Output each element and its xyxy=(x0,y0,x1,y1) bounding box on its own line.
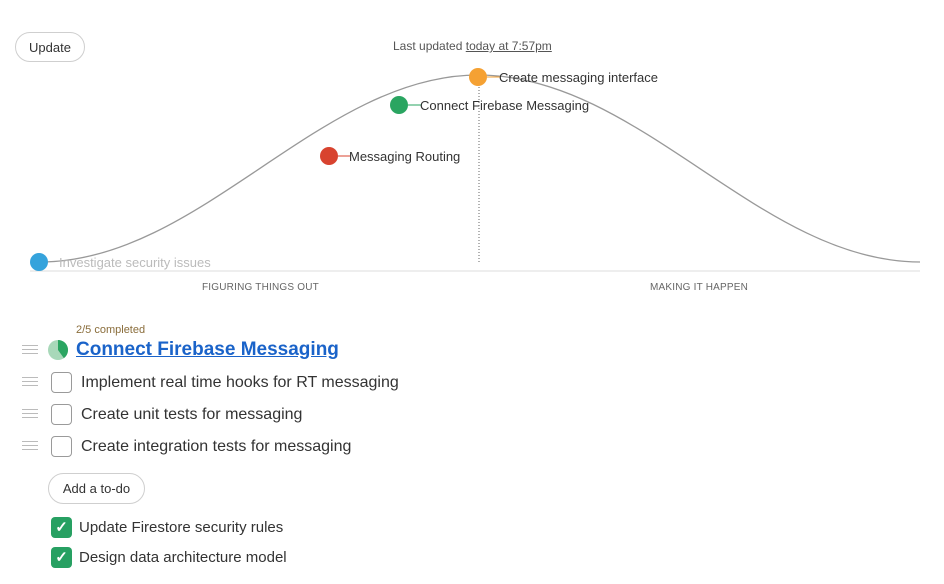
todo-label[interactable]: Implement real time hooks for RT messagi… xyxy=(81,374,399,391)
hill-dot-label: Connect Firebase Messaging xyxy=(420,98,589,113)
hill-dot-investigate-security[interactable]: Investigate security issues xyxy=(30,253,211,271)
drag-handle-icon[interactable] xyxy=(22,377,38,386)
todo-checkbox[interactable] xyxy=(51,372,72,393)
last-updated-time-link[interactable]: today at 7:57pm xyxy=(465,39,552,53)
completed-item: ✓ Update Firestore security rules xyxy=(0,517,600,541)
last-updated-text: Last updated today at 7:57pm xyxy=(393,39,552,53)
hill-dot-create-messaging-interface[interactable]: Create messaging interface xyxy=(469,68,658,86)
update-button[interactable]: Update xyxy=(15,32,85,62)
hill-dot-connect-firebase[interactable]: Connect Firebase Messaging xyxy=(390,96,589,114)
checked-checkbox-icon[interactable]: ✓ xyxy=(51,517,72,538)
completed-label[interactable]: Update Firestore security rules xyxy=(79,519,284,536)
checked-checkbox-icon[interactable]: ✓ xyxy=(51,547,72,568)
completed-item: ✓ Design data architecture model xyxy=(0,547,600,571)
drag-handle-icon[interactable] xyxy=(22,441,38,450)
last-updated-prefix: Last updated xyxy=(393,39,463,53)
todo-item: Create integration tests for messaging xyxy=(0,436,600,462)
hill-chart: Investigate security issues Messaging Ro… xyxy=(30,68,921,272)
progress-pie-icon xyxy=(48,340,69,360)
add-todo-button[interactable]: Add a to-do xyxy=(48,473,145,504)
phase-label-left: FIGURING THINGS OUT xyxy=(202,282,319,293)
hill-dot-label: Investigate security issues xyxy=(59,255,211,270)
hill-dot-messaging-routing[interactable]: Messaging Routing xyxy=(320,147,460,165)
todo-label[interactable]: Create unit tests for messaging xyxy=(81,406,303,423)
todo-checkbox[interactable] xyxy=(51,436,72,457)
todo-item: Implement real time hooks for RT messagi… xyxy=(0,372,600,398)
completed-label[interactable]: Design data architecture model xyxy=(79,549,287,566)
drag-handle-icon[interactable] xyxy=(22,345,38,354)
progress-text: 2/5 completed xyxy=(76,324,146,336)
phase-label-right: MAKING IT HAPPEN xyxy=(650,282,749,293)
list-title-link[interactable]: Connect Firebase Messaging xyxy=(76,339,339,360)
drag-handle-icon[interactable] xyxy=(22,409,38,418)
todo-checkbox[interactable] xyxy=(51,404,72,425)
todo-item: Create unit tests for messaging xyxy=(0,404,600,430)
todo-label[interactable]: Create integration tests for messaging xyxy=(81,438,352,455)
hill-dot-label: Messaging Routing xyxy=(349,149,460,164)
hill-dot-label: Create messaging interface xyxy=(499,70,658,85)
